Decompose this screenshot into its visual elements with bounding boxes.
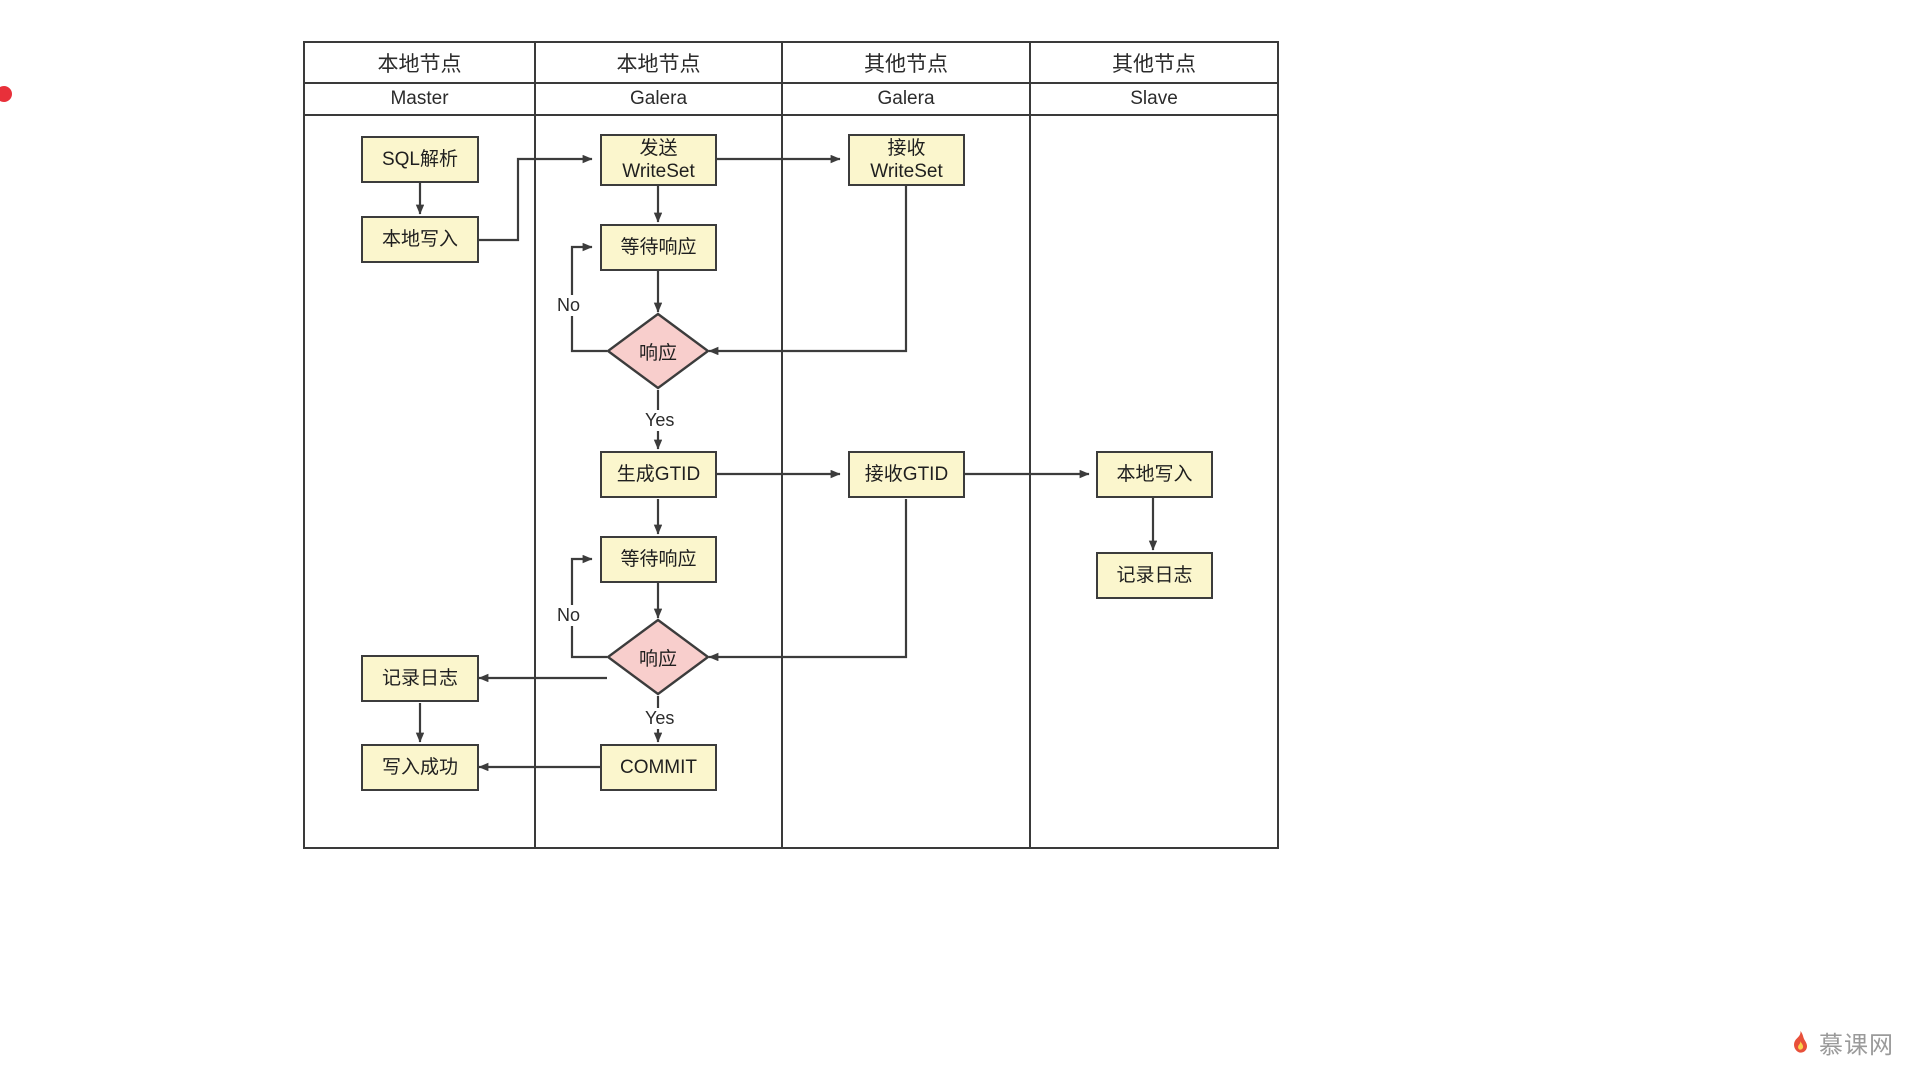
node-decision-response-1-label: 响应 bbox=[638, 342, 677, 364]
lane-header-4-title: 其他节点 bbox=[1112, 52, 1196, 76]
node-receive-gtid[interactable]: 接收GTID bbox=[848, 451, 965, 498]
diamond-shape-2 bbox=[606, 618, 710, 696]
lane-header-3-sub: Galera bbox=[877, 88, 935, 109]
edge-label-no-1: No bbox=[555, 295, 583, 316]
node-log-master[interactable]: 记录日志 bbox=[361, 655, 479, 702]
watermark: 慕课网 bbox=[1788, 1025, 1894, 1060]
node-generate-gtid[interactable]: 生成GTID bbox=[600, 451, 717, 498]
node-send-writeset[interactable]: 发送 WriteSet bbox=[600, 134, 717, 186]
node-decision-response-2[interactable]: 响应 bbox=[606, 618, 710, 696]
node-decision-response-2-label: 响应 bbox=[638, 648, 677, 670]
watermark-text: 慕课网 bbox=[1819, 1032, 1894, 1059]
node-local-write-slave[interactable]: 本地写入 bbox=[1096, 451, 1213, 498]
node-wait-response-2[interactable]: 等待响应 bbox=[600, 536, 717, 583]
red-dot-marker bbox=[0, 86, 12, 102]
lane-divider-1 bbox=[534, 41, 536, 849]
node-write-success[interactable]: 写入成功 bbox=[361, 744, 479, 791]
lane-header-1-sub: Master bbox=[390, 88, 449, 109]
node-receive-writeset[interactable]: 接收 WriteSet bbox=[848, 134, 965, 186]
lane-header-4-sub: Slave bbox=[1130, 88, 1178, 109]
diamond-shape-1 bbox=[606, 312, 710, 390]
edge-label-yes-2: Yes bbox=[643, 708, 677, 729]
node-local-write-master[interactable]: 本地写入 bbox=[361, 216, 479, 263]
edge-label-no-2: No bbox=[555, 605, 583, 626]
swimlane-frame bbox=[303, 41, 1279, 849]
lane-header-3-title: 其他节点 bbox=[864, 52, 948, 76]
node-wait-response-1[interactable]: 等待响应 bbox=[600, 224, 717, 271]
node-decision-response-1[interactable]: 响应 bbox=[606, 312, 710, 390]
header-rule-1 bbox=[303, 82, 1279, 84]
flame-icon bbox=[1794, 1030, 1807, 1053]
edge-label-yes-1: Yes bbox=[643, 410, 677, 431]
node-log-slave[interactable]: 记录日志 bbox=[1096, 552, 1213, 599]
node-sql-parse[interactable]: SQL解析 bbox=[361, 136, 479, 183]
header-rule-2 bbox=[303, 114, 1279, 116]
lane-divider-3 bbox=[1029, 41, 1031, 849]
lane-header-2-sub: Galera bbox=[629, 88, 688, 109]
lane-divider-2 bbox=[781, 41, 783, 849]
node-commit[interactable]: COMMIT bbox=[600, 744, 717, 791]
lane-header-1-title: 本地节点 bbox=[377, 52, 462, 76]
lane-header-2-title: 本地节点 bbox=[616, 52, 701, 76]
